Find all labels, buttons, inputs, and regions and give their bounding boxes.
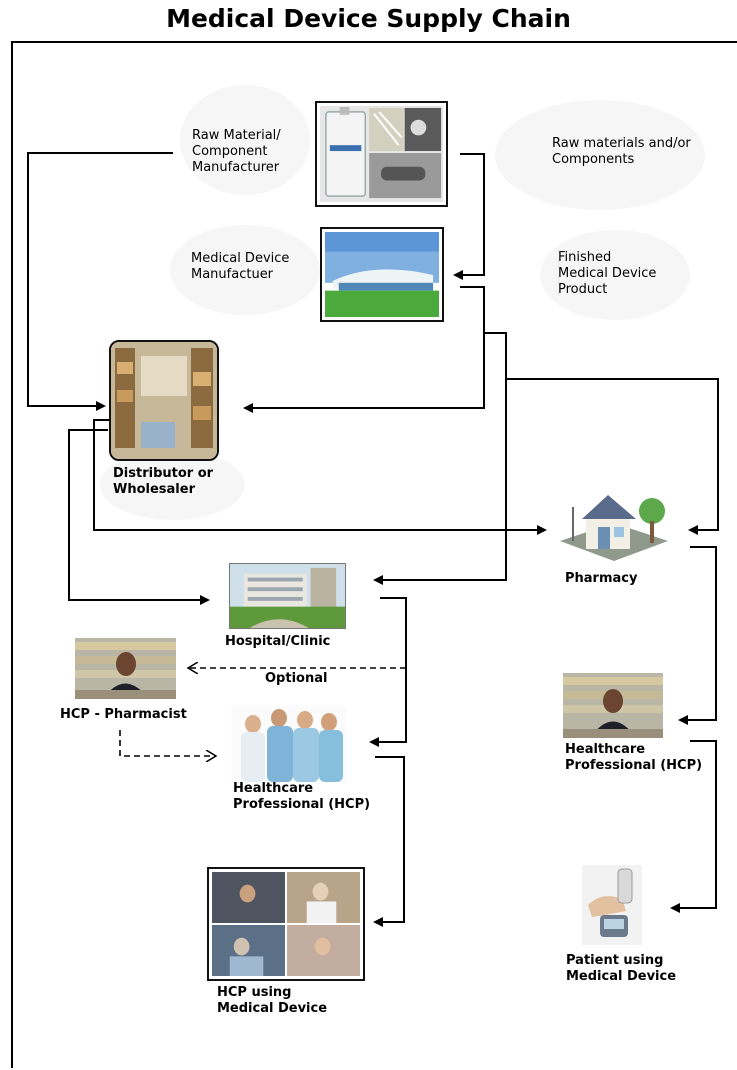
hospital-image	[229, 563, 346, 629]
arrow-hcp-to-patient	[670, 740, 717, 913]
hcp-using-device-label: HCP using Medical Device	[217, 985, 328, 1016]
hcp-left-image	[231, 706, 346, 782]
raw-material-image	[315, 101, 448, 207]
arrow-distributor-to-hospital	[68, 429, 210, 605]
raw-materials-note: Raw materials and/or Components	[552, 136, 691, 167]
pharmacy-image	[560, 487, 668, 565]
optional-label: Optional	[265, 671, 328, 686]
cloud-decoration	[170, 225, 320, 315]
hcp-pharmacist-image	[75, 638, 176, 699]
hcp-left-label: Healthcare Professional (HCP)	[233, 781, 371, 812]
arrow-raw-to-distributor	[27, 152, 173, 411]
diagram-title: Medical Device Supply Chain	[166, 4, 571, 33]
pharmacy-label: Pharmacy	[565, 571, 638, 586]
cloud-decoration	[180, 85, 310, 195]
arrow-manufacturer-to-distributor	[243, 286, 485, 413]
patient-label: Patient using Medical Device	[566, 953, 677, 984]
arrow-manufacturer-to-hospital	[373, 332, 507, 585]
arrow-pharmacy-to-hcp	[678, 546, 717, 725]
manufacturer-label: Medical Device Manufactuer	[191, 251, 290, 282]
hcp-right-image	[563, 673, 663, 738]
distributor-label: Distributor or Wholesaler	[113, 466, 214, 497]
hcp-right-label: Healthcare Professional (HCP)	[565, 742, 703, 773]
arrow-manufacturer-to-pharmacy	[506, 378, 719, 535]
hcp-using-device-image	[207, 867, 365, 981]
arrow-distributor-to-pharmacy	[93, 419, 547, 535]
cloud-decoration	[540, 230, 690, 320]
arrow-hospital-to-hcp	[369, 597, 407, 747]
cloud-decoration	[495, 100, 705, 210]
hcp-pharmacist-label: HCP - Pharmacist	[60, 707, 187, 722]
arrow-hcp-to-hcp-using	[373, 756, 405, 927]
arrow-pharmacist-to-hcp	[119, 730, 216, 756]
manufacturer-image	[320, 227, 444, 322]
hospital-label: Hospital/Clinic	[225, 634, 331, 649]
finished-product-note: Finished Medical Device Product	[558, 250, 657, 297]
cloud-decoration	[100, 450, 245, 520]
arrow-raw-to-manufacturer	[453, 153, 485, 280]
raw-material-label: Raw Material/ Component Manufacturer	[192, 128, 281, 175]
patient-device-image	[582, 865, 642, 945]
distributor-image	[109, 340, 219, 461]
outer-border	[11, 41, 737, 1068]
